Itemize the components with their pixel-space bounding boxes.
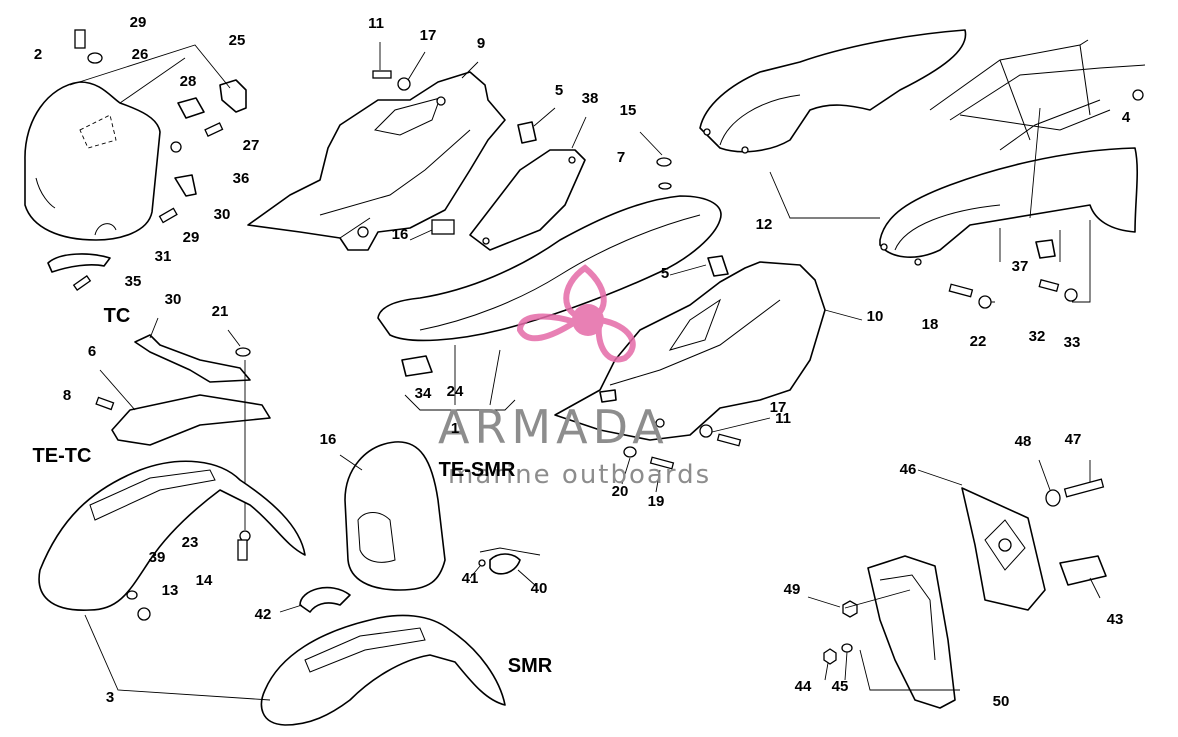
tail-hardware <box>948 278 1078 309</box>
callout-c3: 3 <box>106 689 114 706</box>
rear-tail-upper <box>699 29 967 154</box>
fender-bracket <box>95 317 271 530</box>
callout-c13: 13 <box>162 582 179 599</box>
rear-tail-lower <box>769 107 1139 303</box>
right-side-panel <box>554 255 863 441</box>
callout-c17a: 17 <box>420 27 437 44</box>
watermark-logo <box>516 264 636 363</box>
callout-c41: 41 <box>462 570 479 587</box>
callout-c25: 25 <box>229 32 246 49</box>
callout-c1: 1 <box>451 420 459 437</box>
callout-c30b: 30 <box>165 291 182 308</box>
callout-c11a: 11 <box>368 15 384 32</box>
callout-c31: 31 <box>155 248 172 265</box>
callout-c15: 15 <box>620 102 637 119</box>
callout-c34: 34 <box>415 385 432 402</box>
callout-c43: 43 <box>1107 611 1124 628</box>
callout-c24: 24 <box>447 383 464 400</box>
callout-c17b: 17 <box>770 399 787 416</box>
callout-c33: 33 <box>1064 334 1081 351</box>
callout-c19: 19 <box>648 493 665 510</box>
plate-hardware <box>807 459 1107 691</box>
callout-c18: 18 <box>922 316 939 333</box>
callout-c49: 49 <box>784 581 801 598</box>
callout-c37: 37 <box>1012 258 1029 275</box>
callout-c26: 26 <box>132 46 149 63</box>
left-side-panel <box>247 71 506 251</box>
callout-c12: 12 <box>756 216 773 233</box>
callout-c23: 23 <box>182 534 199 551</box>
seat <box>377 131 722 342</box>
callout-c50: 50 <box>993 693 1010 710</box>
watermark-tagline: marine outboards <box>448 460 711 490</box>
callout-c27: 27 <box>243 137 260 154</box>
callout-c28: 28 <box>180 73 197 90</box>
callout-c40: 40 <box>531 580 548 597</box>
subframe <box>929 39 1146 151</box>
callout-c21: 21 <box>212 303 229 320</box>
callout-c5b: 5 <box>661 265 669 282</box>
callout-c39: 39 <box>149 549 166 566</box>
callout-c48: 48 <box>1015 433 1032 450</box>
callout-c4: 4 <box>1122 109 1131 126</box>
callout-c36: 36 <box>233 170 250 187</box>
callout-c32: 32 <box>1029 328 1046 345</box>
callout-c8: 8 <box>63 387 71 404</box>
callout-c20: 20 <box>612 483 629 500</box>
headlight-clamp <box>279 547 541 613</box>
front-fender-tetc <box>38 460 306 621</box>
headlight-mask <box>339 441 446 591</box>
variant-label-v-tc: TC <box>104 305 131 327</box>
left-panel-hardware <box>372 42 556 144</box>
variant-labels: TC TE-TC TE-SMR SMR <box>33 305 553 677</box>
variant-label-v-smr: SMR <box>508 655 553 677</box>
callout-c6: 6 <box>88 343 96 360</box>
callout-c5a: 5 <box>555 82 563 99</box>
callout-c10: 10 <box>867 308 884 325</box>
license-plate-holder <box>961 487 1046 611</box>
callout-c29a: 29 <box>130 14 147 31</box>
front-fender-smr <box>84 614 506 726</box>
callout-c44: 44 <box>795 678 812 695</box>
callout-c11b: 11 <box>775 410 791 427</box>
fairing-hardware <box>47 29 247 291</box>
side-number-plate <box>469 116 587 251</box>
callout-c46: 46 <box>900 461 917 478</box>
headlight-fairing <box>24 81 161 241</box>
callout-c35: 35 <box>125 273 142 290</box>
callout-c38: 38 <box>582 90 599 107</box>
callout-c16a: 16 <box>392 226 409 243</box>
callout-c22: 22 <box>970 333 987 350</box>
callout-c9: 9 <box>477 35 485 52</box>
callout-c42: 42 <box>255 606 272 623</box>
callout-c29b: 29 <box>183 229 200 246</box>
rear-mudflap <box>867 555 956 709</box>
callout-c7: 7 <box>617 149 625 166</box>
callout-c14: 14 <box>196 572 213 589</box>
callout-c16b: 16 <box>320 431 337 448</box>
callout-c45: 45 <box>832 678 849 695</box>
right-panel-hardware <box>401 345 771 493</box>
variant-label-v-tesmr: TE-SMR <box>439 459 516 481</box>
variant-label-v-tetc: TE-TC <box>33 445 92 467</box>
callout-c30a: 30 <box>214 206 231 223</box>
callout-c47: 47 <box>1065 431 1082 448</box>
callout-c2: 2 <box>34 46 42 63</box>
watermark-brand: ARMADA <box>438 400 669 454</box>
